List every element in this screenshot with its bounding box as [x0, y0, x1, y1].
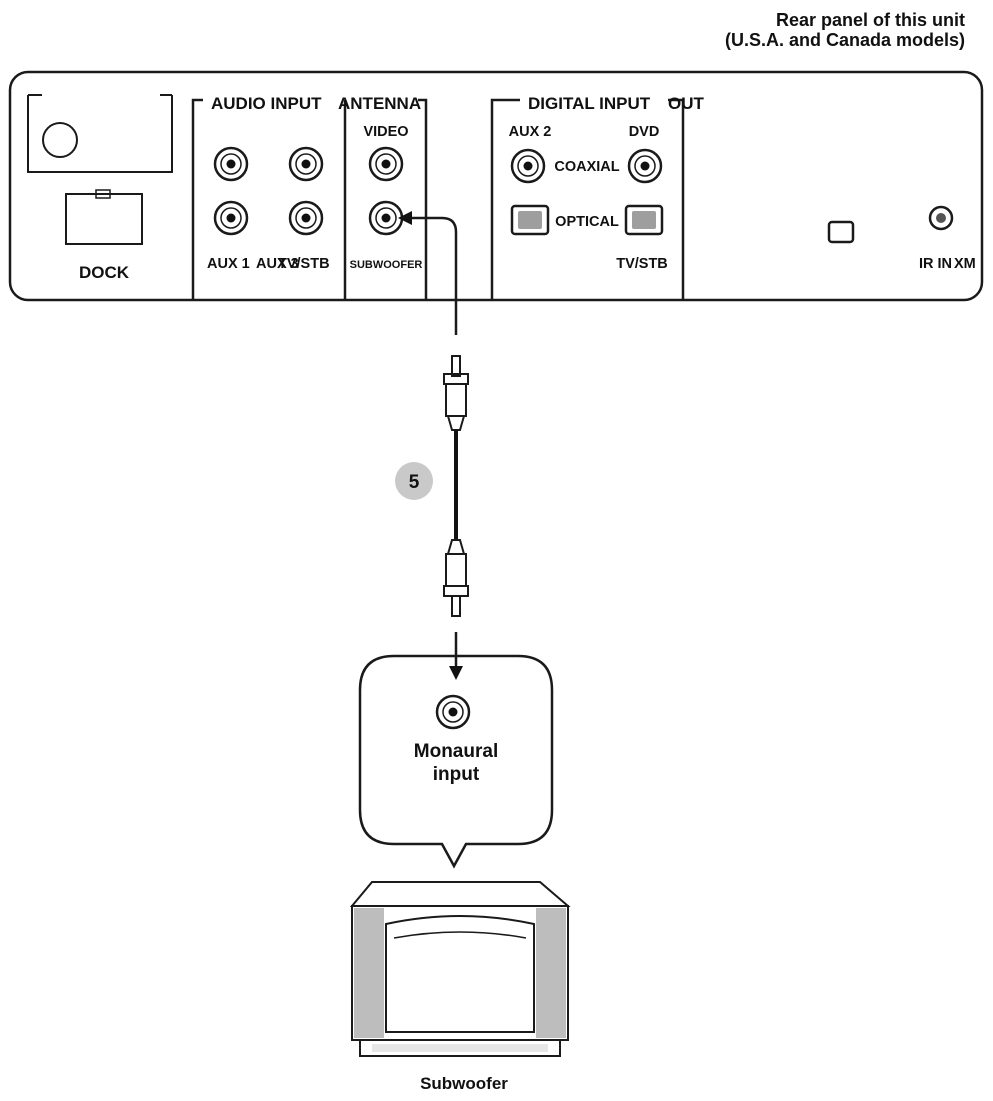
service-port-icon	[827, 220, 855, 244]
mini-jack-icon	[928, 205, 954, 231]
rca-jack-icon	[368, 146, 404, 182]
ir-in-section: IR IN XM	[919, 205, 976, 272]
rca-jack-icon	[288, 200, 324, 236]
aux2-label: AUX 2	[509, 124, 552, 140]
step-number: 5	[409, 472, 420, 493]
rca-cable: 5	[395, 211, 469, 680]
rca-jack-icon	[213, 146, 249, 182]
rca-plug-icon	[443, 539, 469, 617]
coaxial-jack-icon	[627, 148, 663, 184]
speaker-grille	[385, 915, 535, 1033]
optical-label: OPTICAL	[555, 214, 619, 230]
digital-input-title: DIGITAL INPUT	[528, 94, 651, 113]
monaural-label-line-2: input	[433, 764, 480, 785]
audio-input-title: AUDIO INPUT	[211, 94, 322, 113]
speaker-base	[359, 1039, 561, 1057]
rca-plug-icon	[443, 355, 469, 431]
arrow-left-icon	[398, 211, 412, 225]
video-label: VIDEO	[363, 124, 408, 140]
rear-panel-outline	[8, 70, 984, 302]
rca-jack-icon	[213, 200, 249, 236]
antenna-section: ANTENNA VIDEO SUBWOOFER	[338, 94, 428, 300]
caption-line-2: (U.S.A. and Canada models)	[725, 30, 965, 50]
digital-input-section: DIGITAL INPUT OUT AUX 2 DVD COAXIAL	[490, 94, 705, 300]
dock-port: DOCK	[65, 189, 143, 282]
coaxial-label: COAXIAL	[554, 159, 619, 175]
subwoofer-out-label: SUBWOOFER	[350, 259, 423, 271]
optical-port-icon	[510, 204, 550, 236]
step-badge: 5	[395, 462, 433, 500]
tv-stb-audio-label: TV/STB	[278, 256, 330, 272]
subwoofer-output-jack-icon	[368, 200, 404, 236]
aux3-label: AUX 3	[256, 256, 299, 272]
dvd-label: DVD	[629, 124, 660, 140]
step-circle	[395, 462, 433, 500]
xm-label: XM	[954, 256, 976, 272]
out-title: OUT	[668, 94, 705, 113]
caption-line-1: Rear panel of this unit	[776, 10, 965, 30]
subwoofer-input-callout: Monaural input	[358, 654, 554, 869]
dock-label: DOCK	[79, 263, 130, 282]
panel-screw-icon	[42, 122, 78, 158]
antenna-title: ANTENNA	[338, 94, 421, 113]
callout-bubble	[358, 654, 554, 869]
subwoofer-speaker-icon	[349, 881, 571, 1057]
arrow-down-icon	[449, 666, 463, 680]
ir-in-label: IR IN	[919, 256, 952, 272]
tv-stb-digital-label: TV/STB	[616, 256, 668, 272]
monaural-label-line-1: Monaural	[414, 741, 498, 762]
optical-port-icon	[624, 204, 664, 236]
aux1-label: AUX 1	[207, 256, 250, 272]
caption: Rear panel of this unit (U.S.A. and Cana…	[725, 10, 965, 50]
rca-jack-icon	[288, 146, 324, 182]
audio-input-section: AUDIO INPUT AUX 1 AUX	[191, 94, 347, 300]
dock-port-icon	[65, 193, 143, 245]
monaural-input-jack-icon	[435, 694, 471, 730]
rear-panel: DOCK AUDIO INPUT	[8, 70, 984, 302]
subwoofer-label: Subwoofer	[420, 1074, 508, 1093]
coaxial-jack-icon	[510, 148, 546, 184]
panel-frame	[27, 95, 173, 173]
connection-line	[408, 216, 458, 335]
